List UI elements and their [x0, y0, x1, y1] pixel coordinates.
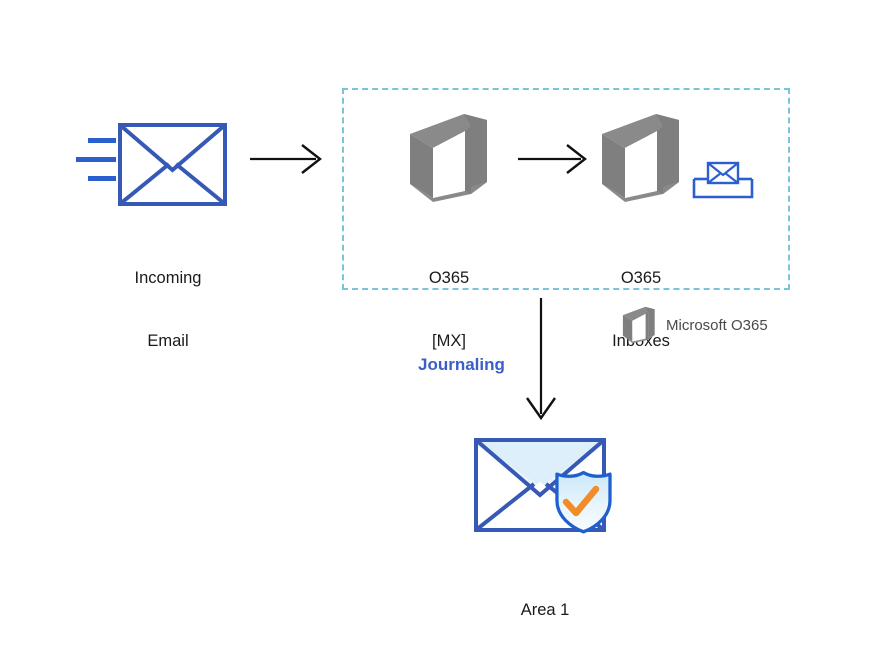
office-365-box-icon	[410, 114, 487, 202]
o365-group-boundary	[342, 88, 790, 290]
legend-label: Microsoft O365	[666, 316, 768, 334]
label-incoming-email: Incoming Email	[88, 226, 248, 394]
envelope-shield-check-icon	[474, 438, 612, 534]
office-365-box-icon	[622, 306, 655, 344]
connector-incoming-to-mx	[250, 142, 325, 176]
connector-mx-to-inboxes	[518, 142, 590, 176]
legend-microsoft-o365: Microsoft O365	[622, 306, 768, 344]
node-area1-email-security	[472, 434, 632, 549]
arrow-right-icon	[518, 144, 587, 174]
label-line-2: Email	[147, 332, 189, 350]
envelope-with-motion-lines-icon	[76, 123, 227, 206]
connector-label-journaling: Journaling	[418, 355, 505, 374]
label-line-1: O365	[428, 269, 470, 287]
node-o365-mx	[408, 112, 490, 204]
node-o365-inboxes	[600, 112, 682, 204]
node-incoming-email	[70, 118, 230, 213]
label-line-1: Area 1	[520, 601, 570, 619]
label-area1-email-security: Area 1 email security	[465, 558, 625, 653]
label-line-2: [MX]	[432, 332, 466, 350]
connector-inboxes-to-area1	[522, 298, 562, 422]
arrow-right-icon	[250, 144, 322, 174]
inbox-envelope-tray-icon	[692, 161, 754, 199]
label-line-1: O365	[620, 269, 662, 287]
label-o365-mx: O365 [MX]	[369, 226, 529, 394]
label-line-1: Incoming	[134, 269, 202, 287]
inbox-envelope-tray	[692, 159, 754, 203]
office-365-box-icon	[602, 114, 679, 202]
arrow-down-icon	[526, 298, 556, 421]
